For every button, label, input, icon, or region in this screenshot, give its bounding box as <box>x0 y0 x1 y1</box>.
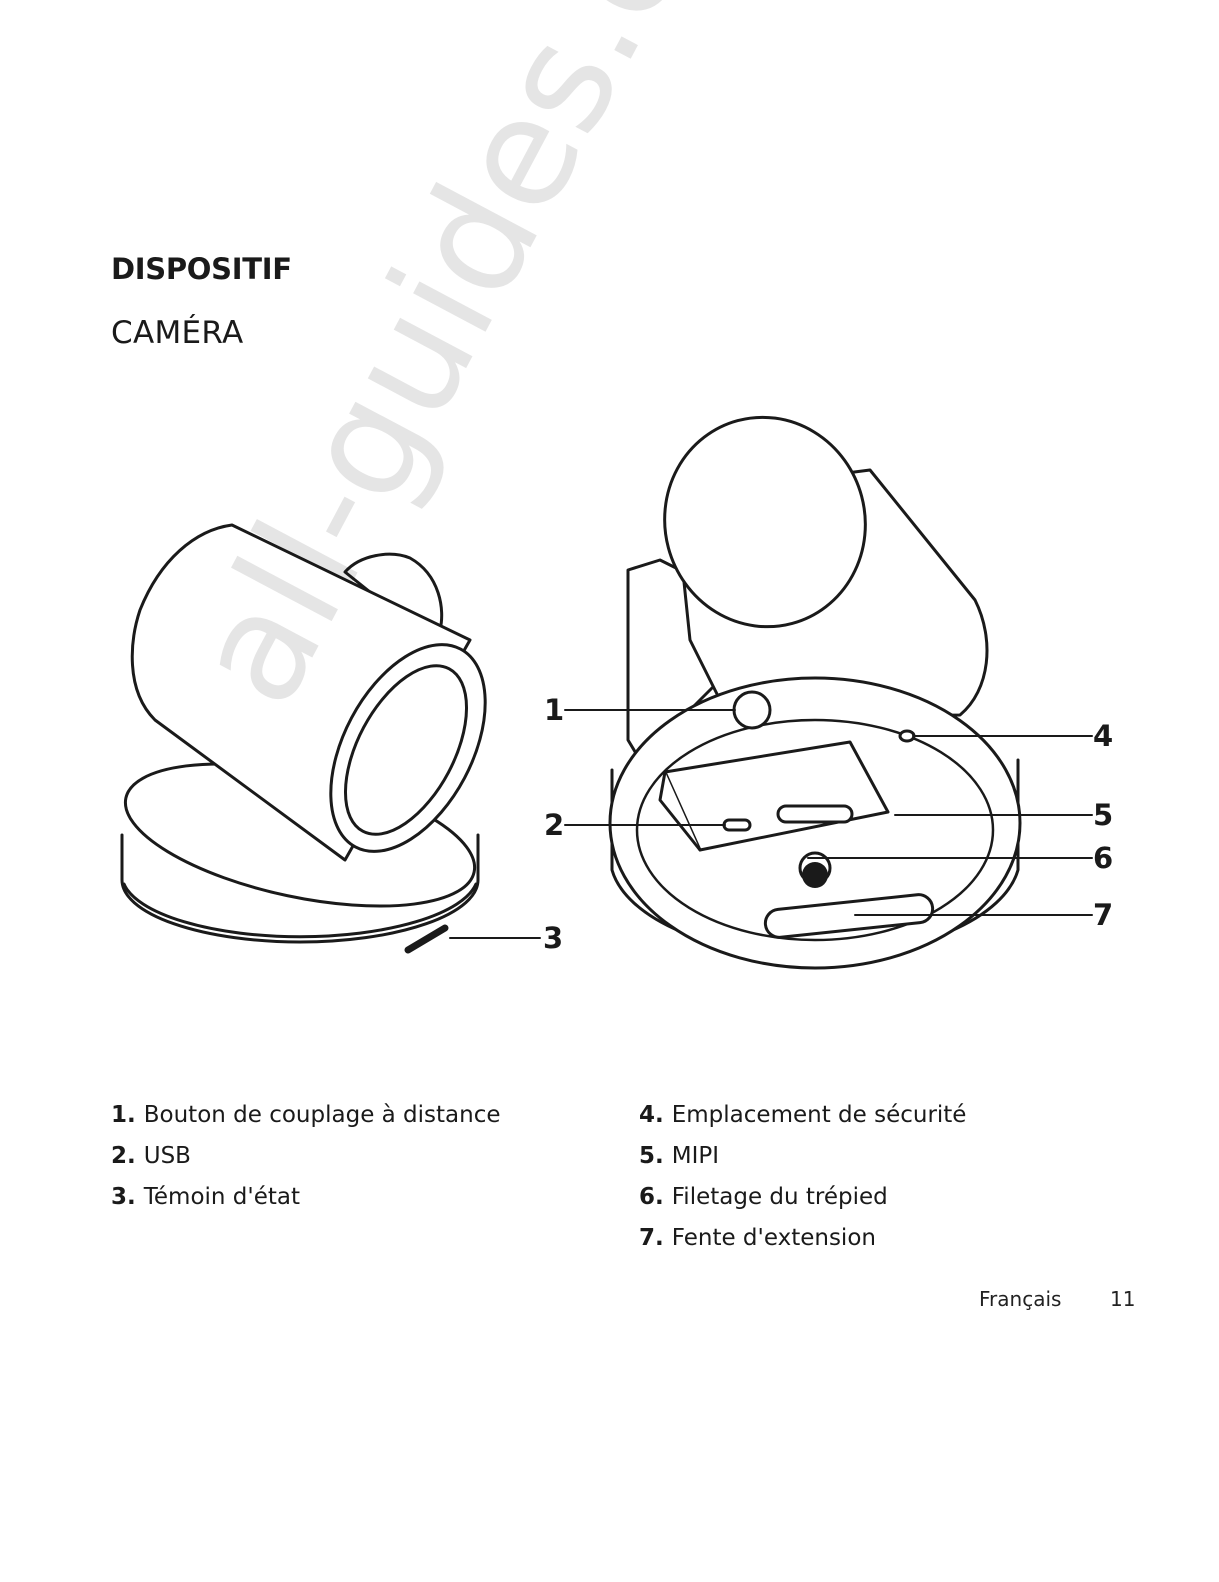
section-title: DISPOSITIF <box>111 252 292 286</box>
camera-illustration: 1 2 3 4 5 6 7 <box>0 330 1219 1050</box>
callout-3: 3 <box>543 921 563 955</box>
callout-1: 1 <box>544 693 564 727</box>
legend-item: 4.Emplacement de sécurité <box>639 1095 966 1136</box>
legend-item: 2.USB <box>111 1136 501 1177</box>
camera-front-view <box>113 525 517 950</box>
legend-item: 3.Témoin d'état <box>111 1177 501 1218</box>
legend-item: 7.Fente d'extension <box>639 1218 966 1259</box>
legend-list-left: 1.Bouton de couplage à distance 2.USB 3.… <box>111 1095 501 1218</box>
callout-5: 5 <box>1093 798 1113 832</box>
legend-item: 6.Filetage du trépied <box>639 1177 966 1218</box>
footer-page-number: 11 <box>1110 1287 1135 1311</box>
legend-list-right: 4.Emplacement de sécurité 5.MIPI 6.Filet… <box>639 1095 966 1259</box>
legend-item: 1.Bouton de couplage à distance <box>111 1095 501 1136</box>
callout-2: 2 <box>544 808 564 842</box>
legend-item: 5.MIPI <box>639 1136 966 1177</box>
callout-4: 4 <box>1093 719 1113 753</box>
callout-6: 6 <box>1093 841 1113 875</box>
status-led-icon <box>408 928 445 950</box>
footer-language: Français <box>979 1287 1061 1311</box>
camera-bottom-view <box>610 395 1020 968</box>
callout-7: 7 <box>1093 898 1113 932</box>
